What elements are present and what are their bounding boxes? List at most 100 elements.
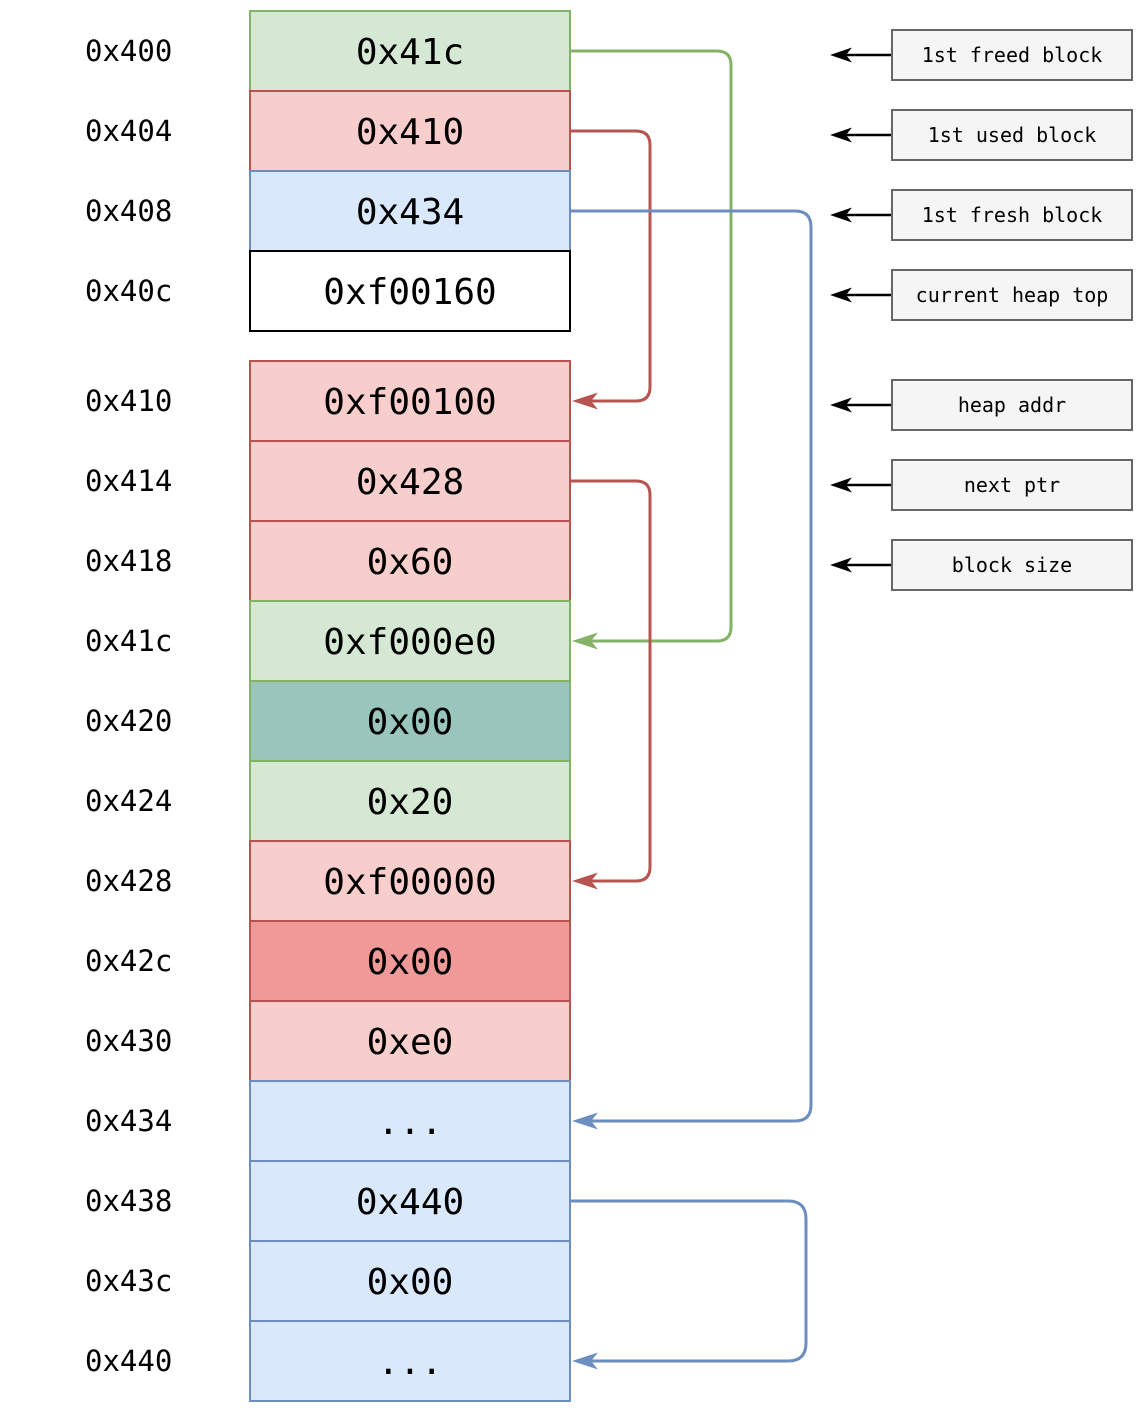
address-label: 0x40c [85, 274, 172, 308]
annotation-label: current heap top [916, 283, 1109, 307]
cell-value: 0x428 [356, 462, 464, 503]
annotation: next ptr [830, 459, 1133, 511]
cell-value: 0xf00000 [323, 862, 496, 903]
annotation-label: heap addr [958, 393, 1066, 417]
memory-row: 0x400 0x41c [85, 10, 571, 92]
annotation-box [891, 109, 1133, 161]
cell-value: ... [377, 1102, 442, 1143]
annotation-arrowhead-icon [830, 397, 852, 413]
memory-row: 0x41c 0xf000e0 [85, 600, 571, 682]
memory-row: 0x438 0x440 [85, 1160, 571, 1242]
annotation-label: 1st freed block [922, 43, 1103, 67]
annotation: heap addr [830, 379, 1133, 431]
annotation-arrowhead-icon [830, 557, 852, 573]
memory-cell [249, 1240, 571, 1322]
annotation-box [891, 269, 1133, 321]
memory-cell [249, 1080, 571, 1162]
cell-value: 0xf000e0 [323, 622, 496, 663]
address-label: 0x440 [85, 1344, 172, 1378]
address-label: 0x418 [85, 544, 172, 578]
address-label: 0x410 [85, 384, 172, 418]
annotation-arrowhead-icon [830, 207, 852, 223]
memory-row: 0x430 0xe0 [85, 1000, 571, 1082]
memory-row: 0x434... [85, 1080, 571, 1162]
pointer-arrowhead-icon [572, 872, 598, 890]
address-label: 0x42c [85, 944, 172, 978]
memory-cell [249, 920, 571, 1002]
address-label: 0x438 [85, 1184, 172, 1218]
address-label: 0x434 [85, 1104, 172, 1138]
annotation-arrowhead-icon [830, 127, 852, 143]
cell-value: 0xe0 [367, 1022, 454, 1063]
cell-value: 0xf00100 [323, 382, 496, 423]
pointer-0x400-to-0x41c [570, 49, 733, 643]
memory-row: 0x418 0x60 [85, 520, 571, 602]
annotation-arrowhead-icon [830, 477, 852, 493]
cell-value: ... [377, 1342, 442, 1383]
address-label: 0x43c [85, 1264, 172, 1298]
address-label: 0x420 [85, 704, 172, 738]
annotation-label: next ptr [964, 473, 1060, 497]
annotation-arrowhead-icon [830, 287, 852, 303]
annotation-label: 1st used block [928, 123, 1097, 147]
cell-value: 0x434 [356, 192, 464, 233]
address-label: 0x404 [85, 114, 172, 148]
memory-cell [249, 840, 571, 922]
annotation: current heap top [830, 269, 1133, 321]
annotation-box [891, 539, 1133, 591]
memory-row: 0x420 0x00 [85, 680, 571, 762]
annotation: 1st used block [830, 109, 1133, 161]
cell-value: 0x440 [356, 1182, 464, 1223]
cell-value: 0x00 [367, 702, 454, 743]
pointer-arrowhead-icon [572, 1112, 598, 1130]
memory-row: 0x410 0xf00100 [85, 360, 571, 442]
annotation-label: 1st fresh block [922, 203, 1103, 227]
memory-row: 0x42c 0x00 [85, 920, 571, 1002]
memory-cell [249, 170, 571, 252]
pointer-arrows-layer [570, 49, 813, 1370]
address-label: 0x41c [85, 624, 172, 658]
cell-value: 0x60 [367, 542, 454, 583]
address-label: 0x430 [85, 1024, 172, 1058]
annotation: 1st fresh block [830, 189, 1133, 241]
annotation: 1st freed block [830, 29, 1133, 81]
annotation-box [891, 379, 1133, 431]
memory-cell [249, 90, 571, 172]
pointer-arrowhead-icon [572, 632, 598, 650]
pointer-0x414-to-0x428 [570, 479, 652, 883]
memory-row: 0x424 0x20 [85, 760, 571, 842]
annotation-box [891, 189, 1133, 241]
cell-value: 0x00 [367, 942, 454, 983]
cell-value: 0x00 [367, 1262, 454, 1303]
address-label: 0x428 [85, 864, 172, 898]
cell-value: 0xf00160 [323, 272, 496, 313]
memory-cell [249, 760, 571, 842]
pointer-0x408-to-0x434 [570, 209, 813, 1123]
memory-cell [249, 10, 571, 92]
annotation-label: block size [952, 553, 1072, 577]
annotation-box [891, 459, 1133, 511]
annotation-box [891, 29, 1133, 81]
address-label: 0x400 [85, 34, 172, 68]
annotations-layer: 1st freed block 1st used block 1st fresh b… [830, 29, 1133, 591]
pointer-0x438-to-0x440 [570, 1199, 808, 1363]
memory-row: 0x408 0x434 [85, 170, 571, 252]
memory-row: 0x428 0xf00000 [85, 840, 571, 922]
address-label: 0x408 [85, 194, 172, 228]
memory-cell [249, 600, 571, 682]
memory-row: 0x43c 0x00 [85, 1240, 571, 1322]
annotation-arrowhead-icon [830, 47, 852, 63]
pointer-arrowhead-icon [572, 392, 598, 410]
memory-row: 0x440... [85, 1320, 571, 1402]
cell-value: 0x20 [367, 782, 454, 823]
pointer-0x404-to-0x410 [570, 129, 652, 403]
cell-value: 0x41c [356, 32, 464, 73]
address-label: 0x424 [85, 784, 172, 818]
pointer-arrowhead-icon [572, 1352, 598, 1370]
memory-cell [249, 440, 571, 522]
